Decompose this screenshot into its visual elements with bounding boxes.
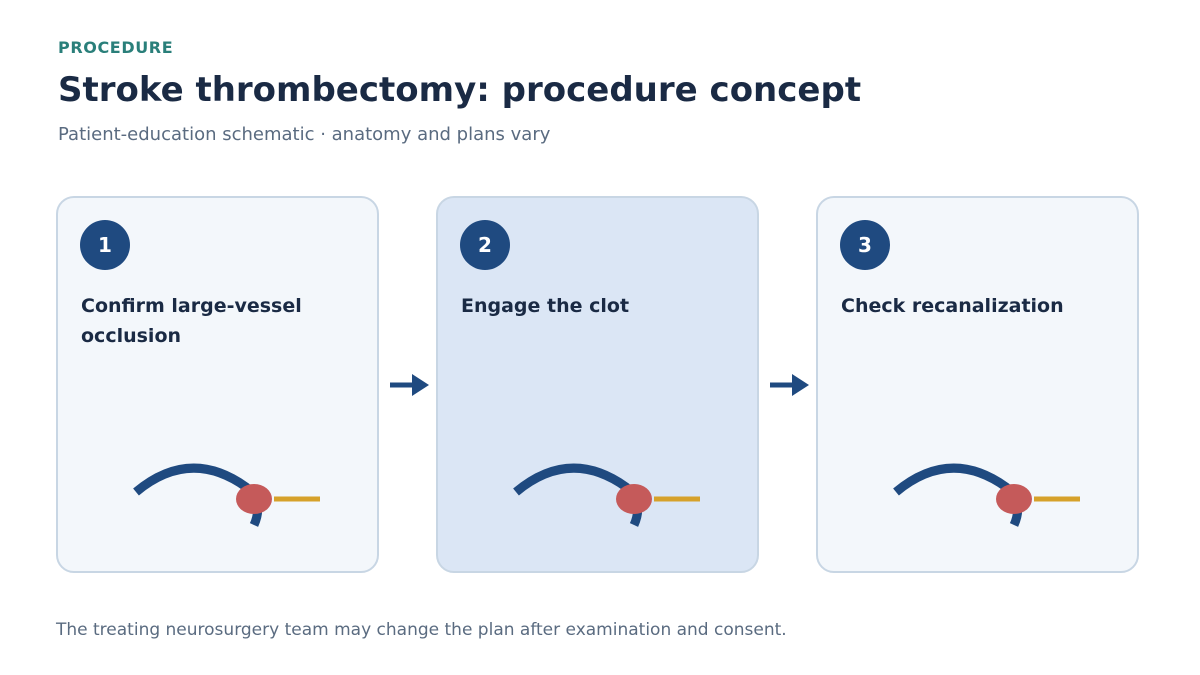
step-card-1: 1 Confirm large-vessel occlusion	[56, 196, 379, 573]
clot-icon	[616, 484, 652, 514]
page-title: Stroke thrombectomy: procedure concept	[58, 70, 862, 110]
section-eyebrow: PROCEDURE	[58, 38, 174, 57]
footnote: The treating neurosurgery team may chang…	[56, 620, 787, 640]
step-number-badge: 3	[840, 220, 890, 270]
step-title: Confirm large-vessel occlusion	[81, 295, 302, 347]
vessel-illustration-icon	[893, 463, 1080, 527]
vessel-illustration-icon	[513, 463, 700, 527]
page-subtitle: Patient-education schematic · anatomy an…	[58, 124, 551, 145]
arrow-right-icon	[770, 374, 809, 396]
step-title: Check recanalization	[841, 295, 1064, 317]
arrow-right-icon	[390, 374, 429, 396]
step-number-badge: 2	[460, 220, 510, 270]
clot-icon	[236, 484, 272, 514]
clot-icon	[996, 484, 1032, 514]
step-title: Engage the clot	[461, 295, 630, 317]
step-card-2: 2 Engage the clot	[436, 196, 759, 573]
step-number-badge: 1	[80, 220, 130, 270]
vessel-illustration-icon	[133, 463, 320, 527]
step-card-3: 3 Check recanalization	[816, 196, 1139, 573]
